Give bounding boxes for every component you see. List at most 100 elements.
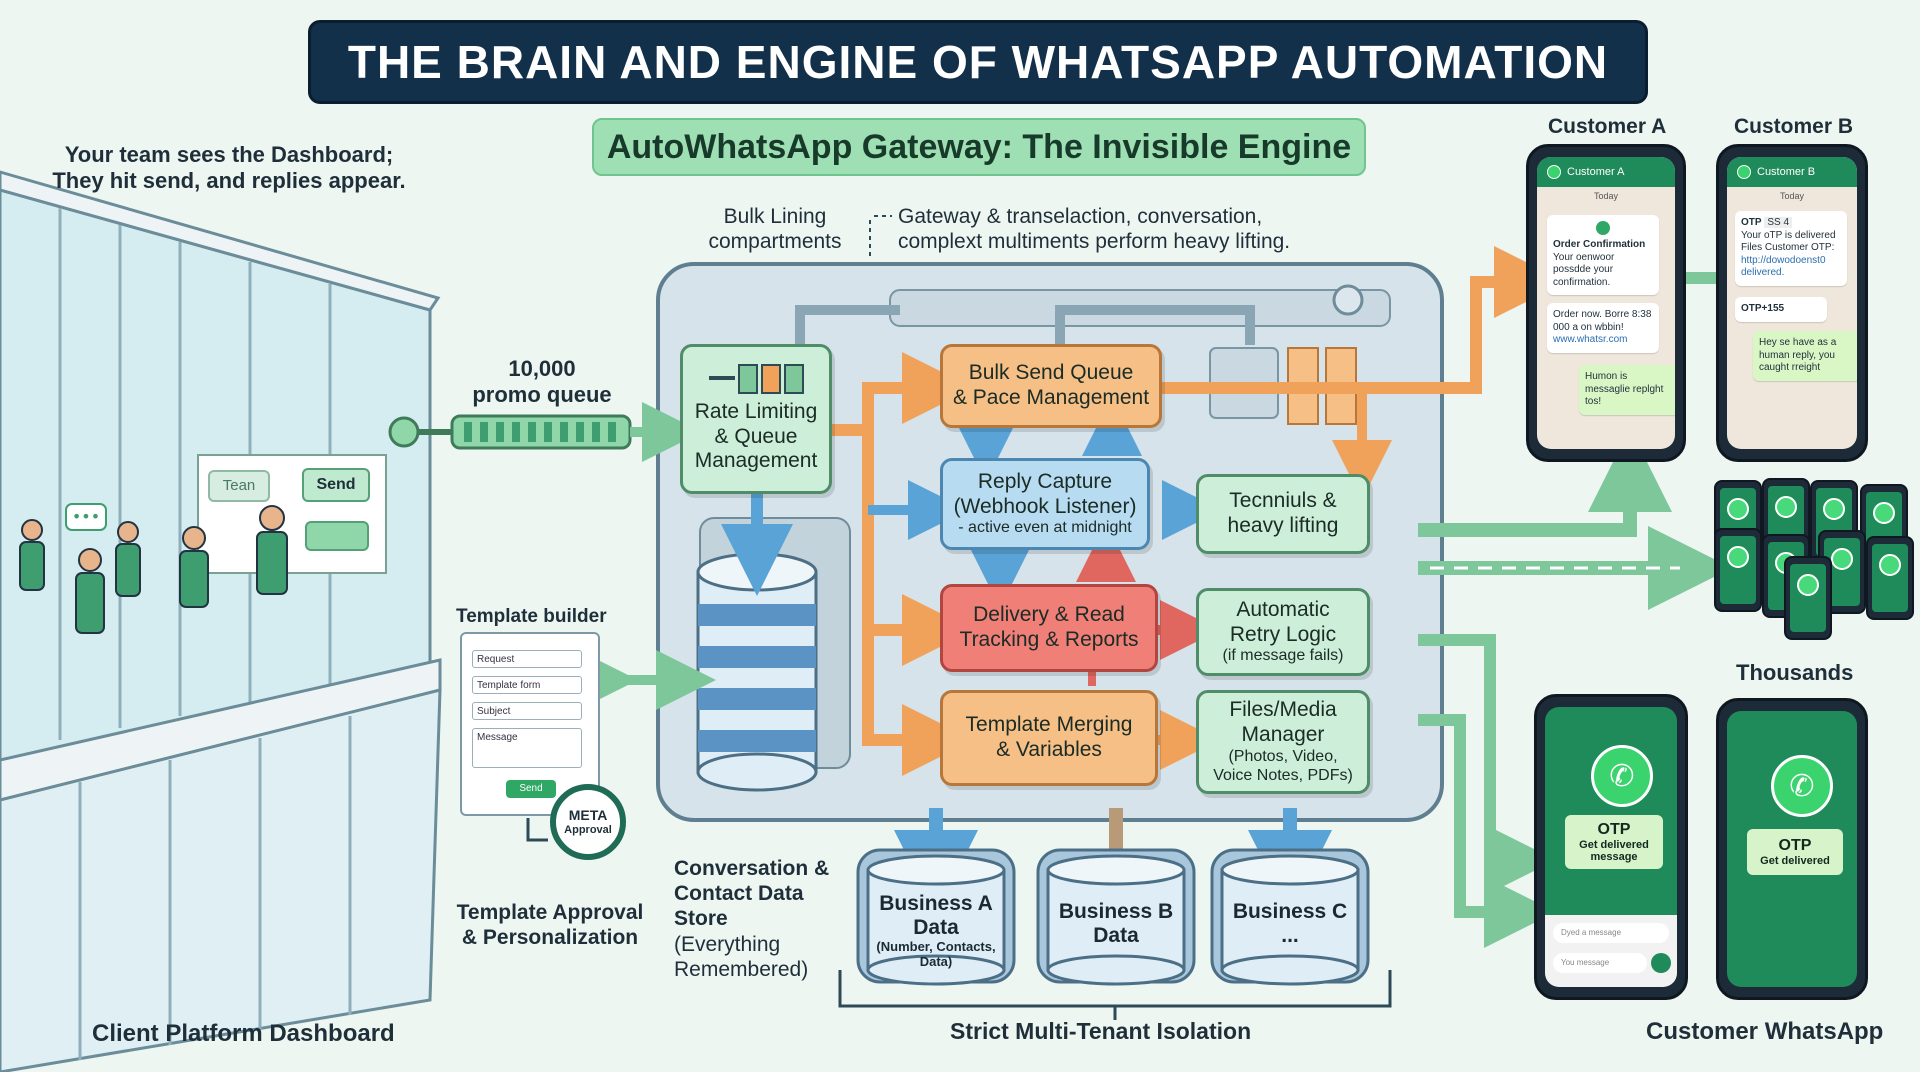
- customer-b-chat-name: Customer B: [1757, 166, 1816, 178]
- customer-a-label: Customer A: [1548, 115, 1667, 138]
- mini-phone: [1784, 556, 1832, 640]
- conversation-store-line-3: Store: [674, 907, 728, 931]
- tenant-db-a: [856, 848, 1016, 986]
- files-media-line-3: (Photos, Video,: [1228, 747, 1338, 765]
- page-title: THE BRAIN AND ENGINE OF WHATSAPP AUTOMAT…: [308, 20, 1648, 104]
- tenant-b-label: Business B Data: [1048, 900, 1184, 948]
- reply-capture-line-2: (Webhook Listener): [953, 494, 1137, 518]
- meta-approval-seal: META Approval: [550, 784, 626, 860]
- reply-capture-line-3: - active even at midnight: [958, 519, 1132, 537]
- technical-line-1: Tecnniuls &: [1229, 489, 1337, 513]
- team-button[interactable]: Tean: [208, 470, 270, 502]
- rate-limiting-line-2: & Queue: [714, 424, 798, 448]
- isolation-label: Strict Multi-Tenant Isolation: [950, 1018, 1252, 1044]
- conversation-store-note-2: Remembered): [674, 957, 809, 981]
- otp-phone-2-body: Get delivered: [1760, 855, 1830, 867]
- template-builder-label: Template builder: [456, 606, 607, 627]
- promo-queue-text: promo queue: [472, 382, 612, 408]
- otp-phone-2-card: OTP Get delivered: [1747, 829, 1843, 875]
- otp-phone-1-screen: ✆ OTP Get delivered message Dyed a messa…: [1545, 707, 1677, 987]
- customer-a-phone: Customer A Today Order Confirmation Your…: [1526, 144, 1686, 462]
- otp-phone-1-input-area: Dyed a message You message: [1545, 915, 1677, 987]
- dashboard-caption: Your team sees the Dashboard; They hit s…: [34, 142, 424, 195]
- rate-limiting-module: Rate Limiting & Queue Management: [680, 344, 832, 494]
- customer-a-chat-header: Customer A: [1537, 157, 1675, 187]
- template-approval-line-2: & Personalization: [461, 926, 639, 950]
- your-message-input[interactable]: You message: [1553, 953, 1647, 973]
- promo-queue-label: 10,000 promo queue: [452, 356, 632, 409]
- order-details-text: Order now. Borre 8:38 000 a on wbbin!: [1553, 309, 1652, 333]
- otp-phone-1: ✆ OTP Get delivered message Dyed a messa…: [1534, 694, 1688, 1000]
- svg-text:•••: •••: [72, 507, 100, 526]
- rate-limiting-line-3: Management: [694, 449, 818, 473]
- checkmark-icon: [1596, 221, 1610, 235]
- retry-line-3: (if message fails): [1222, 647, 1344, 665]
- customer-a-chat-name: Customer A: [1567, 166, 1625, 178]
- otp-phone-1-body-1: Get delivered: [1579, 839, 1649, 851]
- gateway-note-line-1: Gateway & transelaction, conversation,: [898, 205, 1263, 228]
- rate-limiting-icon: [708, 363, 804, 394]
- reply-capture-module: Reply Capture (Webhook Listener) - activ…: [940, 458, 1150, 550]
- otp-plus-bubble: OTP+155: [1735, 297, 1827, 322]
- order-confirmation-body: Your oenwoor possdde your confirmation.: [1553, 251, 1615, 288]
- message-field[interactable]: Message: [472, 728, 582, 768]
- reply-capture-line-1: Reply Capture: [977, 469, 1113, 493]
- delivery-line-2: Tracking & Reports: [959, 628, 1139, 651]
- whatsapp-logo-icon: ✆: [1591, 745, 1653, 807]
- conversation-store-note-1: (Everything: [674, 932, 781, 956]
- template-merging-line-1: Template Merging: [965, 713, 1133, 737]
- gateway-note: Gateway & transelaction, conversation, c…: [898, 204, 1368, 254]
- subject-field[interactable]: Subject: [472, 702, 582, 720]
- delivery-tracking-module: Delivery & Read Tracking & Reports: [940, 584, 1158, 672]
- dashboard-caption-line-2: They hit send, and replies appear.: [52, 168, 406, 194]
- tenant-c-title: Business C: [1232, 900, 1348, 923]
- otp-heading: OTP: [1741, 217, 1762, 228]
- files-media-line-1: Files/Media: [1229, 698, 1337, 722]
- template-approval-label: Template Approval & Personalization: [430, 900, 670, 950]
- otp-phone-2: ✆ OTP Get delivered: [1716, 698, 1868, 1000]
- order-link[interactable]: www.whatsr.com: [1553, 334, 1628, 345]
- customer-b-chat-header: Customer B: [1727, 157, 1857, 187]
- retry-logic-module: Automatic Retry Logic (if message fails): [1196, 588, 1370, 676]
- bulk-lining-line-1: Bulk Lining: [723, 205, 827, 228]
- order-confirmation-title: Order Confirmation: [1553, 239, 1646, 250]
- files-media-line-4: Voice Notes, PDFs): [1213, 766, 1353, 784]
- tenant-db-c: [1210, 848, 1370, 986]
- template-merging-line-2: & Variables: [996, 738, 1102, 761]
- seal-line-1: META: [568, 807, 608, 824]
- customer-b-phone: Customer B Today OTP SS 4 Your oTP is de…: [1716, 144, 1868, 462]
- client-dashboard-label: Client Platform Dashboard: [92, 1020, 395, 1047]
- customer-whatsapp-label: Customer WhatsApp: [1646, 1018, 1884, 1045]
- tenant-b-subtitle: Data: [1093, 924, 1139, 948]
- whatsapp-logo-icon: ✆: [1771, 755, 1833, 817]
- delivery-line-1: Delivery & Read: [973, 603, 1125, 627]
- whatsapp-icon: [1547, 165, 1561, 179]
- customer-a-day: Today: [1593, 191, 1619, 201]
- files-media-module: Files/Media Manager (Photos, Video, Voic…: [1196, 690, 1370, 794]
- retry-line-2: Retry Logic: [1229, 622, 1337, 646]
- seal-line-2: Approval: [564, 823, 612, 836]
- request-field[interactable]: Request: [472, 650, 582, 668]
- dashboard-send-button[interactable]: Send: [302, 468, 370, 502]
- customer-b-reply-bubble: Hey se have as a human reply, you caught…: [1753, 331, 1857, 381]
- bulk-send-line-2: & Pace Management: [952, 386, 1150, 409]
- order-confirmation-bubble: Order Confirmation Your oenwoor possdde …: [1547, 215, 1659, 295]
- mic-icon[interactable]: [1651, 953, 1671, 973]
- type-message-input[interactable]: Dyed a message: [1553, 923, 1669, 943]
- template-form-field[interactable]: Template form: [472, 676, 582, 694]
- customer-a-reply-bubble: Humon is messaglie replght tos!: [1579, 365, 1675, 415]
- template-send-button[interactable]: Send: [506, 780, 556, 798]
- whatsapp-icon: [1737, 165, 1751, 179]
- otp-link[interactable]: http://dowodoenst0 delivered.: [1741, 254, 1826, 279]
- otp-phone-2-title: OTP: [1778, 837, 1812, 854]
- otp-phone-1-body-2: message: [1590, 851, 1638, 863]
- tenant-c-label: Business C ...: [1222, 900, 1358, 948]
- tenant-a-note: (Number, Contacts, Data): [876, 939, 996, 970]
- page-subtitle: AutoWhatsApp Gateway: The Invisible Engi…: [592, 118, 1366, 176]
- bulk-send-module: Bulk Send Queue & Pace Management: [940, 344, 1162, 428]
- tenant-b-title: Business B: [1058, 900, 1174, 923]
- promo-queue-count: 10,000: [508, 356, 576, 381]
- otp-bubble: OTP SS 4 Your oTP is delivered Files Cus…: [1735, 211, 1847, 286]
- tenant-a-label: Business A Data (Number, Contacts, Data): [868, 892, 1004, 970]
- promo-queue-pipe: [450, 414, 632, 450]
